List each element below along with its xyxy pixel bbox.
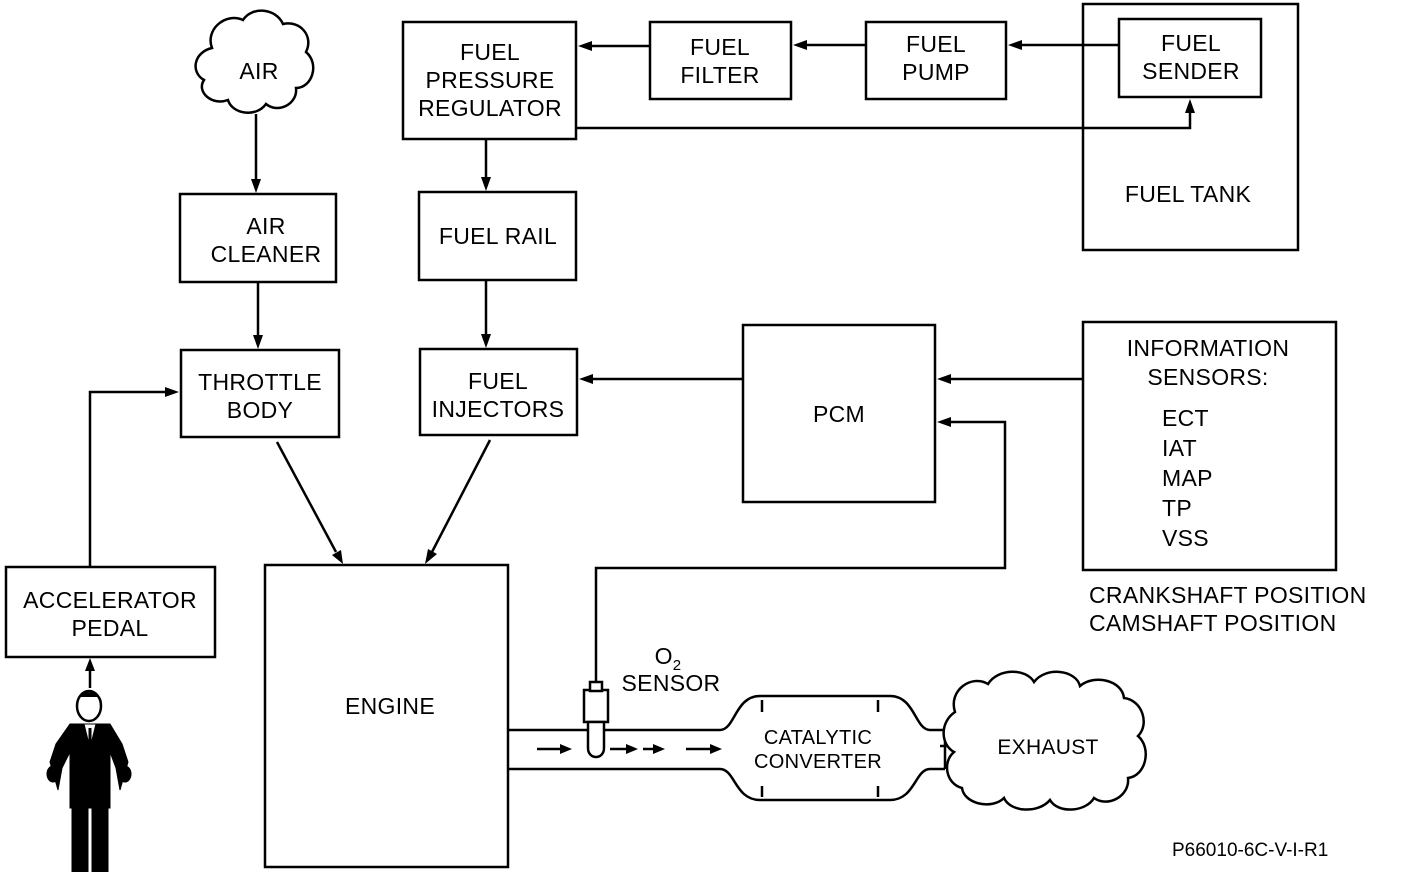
arrow-o2sensor-to-pcm [594, 417, 1007, 682]
fuel-pump-label-line2: PUMP [902, 59, 970, 85]
exhaust-pipe [508, 694, 947, 802]
engine-label: ENGINE [345, 693, 435, 719]
pcm-label: PCM [813, 401, 865, 427]
fuel-pump-label-line1: FUEL [906, 31, 966, 57]
driver-figure-icon [46, 689, 132, 872]
sensor-item-map: MAP [1162, 465, 1213, 491]
arrow-aircleaner-to-throttle [253, 282, 263, 349]
catalytic-converter-label-line2: CONVERTER [754, 751, 882, 773]
fuel-filter-label-line1: FUEL [690, 34, 750, 60]
throttle-body-label-line1: THROTTLE [198, 369, 322, 395]
o2-sensor-node: O2 SENSOR [582, 643, 721, 759]
information-sensors-node: INFORMATION SENSORS: ECT IAT MAP TP VSS [1081, 320, 1338, 572]
info-sensors-title-line2: SENSORS: [1147, 364, 1268, 390]
arrow-regulator-return-to-sender [576, 99, 1195, 130]
fuel-injectors-node: FUEL INJECTORS [418, 347, 579, 437]
exhaust-cloud: EXHAUST [942, 670, 1147, 811]
air-cleaner-label-line2: CLEANER [211, 241, 322, 267]
air-label: AIR [239, 58, 278, 84]
arrow-sender-to-pump [1008, 40, 1119, 50]
fuel-sender-label-line2: SENDER [1142, 58, 1240, 84]
sensor-item-ect: ECT [1162, 405, 1209, 431]
arrow-regulator-to-rail [481, 139, 491, 191]
accelerator-pedal-node: ACCELERATOR PEDAL [4, 565, 217, 659]
fuel-filter-node: FUEL FILTER [648, 20, 793, 101]
arrow-driver-to-accelerator [85, 658, 95, 688]
arrow-pump-to-filter [793, 40, 866, 50]
fuel-pressure-regulator-node: FUEL PRESSURE REGULATOR [401, 20, 578, 141]
fuel-injectors-label-line1: FUEL [468, 368, 528, 394]
exhaust-label: EXHAUST [997, 736, 1098, 759]
air-cleaner-node: AIR CLEANER [178, 192, 338, 284]
accelerator-pedal-label-line1: ACCELERATOR [23, 587, 197, 613]
fuel-pump-node: FUEL PUMP [864, 20, 1008, 101]
crankshaft-position-label: CRANKSHAFT POSITION [1089, 582, 1366, 608]
catalytic-converter-label-line1: CATALYTIC [764, 727, 872, 749]
info-sensors-title-line1: INFORMATION [1127, 335, 1290, 361]
arrow-filter-to-regulator [578, 41, 650, 51]
air-cleaner-label-line1: AIR [246, 213, 285, 239]
o2-sensor-label: SENSOR [622, 670, 721, 696]
engine-node: ENGINE [263, 563, 510, 869]
pcm-node: PCM [741, 323, 937, 504]
fuel-filter-label-line2: FILTER [680, 62, 759, 88]
sensor-item-tp: TP [1162, 495, 1192, 521]
throttle-body-node: THROTTLE BODY [179, 348, 341, 439]
fpr-label-line2: PRESSURE [426, 67, 555, 93]
arrow-pcm-to-injectors [579, 374, 743, 384]
arrow-sensors-to-pcm [937, 374, 1083, 384]
arrow-accelerator-to-throttle [88, 387, 179, 567]
air-cloud: AIR [194, 9, 315, 114]
arrow-air-to-aircleaner [251, 114, 261, 193]
sensor-item-vss: VSS [1162, 525, 1209, 551]
accelerator-pedal-label-line2: PEDAL [72, 615, 149, 641]
arrow-injectors-to-engine [425, 439, 492, 564]
fuel-sender-node: FUEL SENDER [1117, 17, 1263, 99]
throttle-body-label-line2: BODY [227, 397, 293, 423]
fuel-sender-label-line1: FUEL [1161, 30, 1221, 56]
fuel-tank-label: FUEL TANK [1125, 181, 1252, 207]
o2-sensor-o-label: O2 [655, 643, 682, 674]
catalytic-converter-node: CATALYTIC CONVERTER [754, 700, 882, 797]
arrow-throttle-to-engine [275, 441, 343, 564]
sensor-item-iat: IAT [1162, 435, 1197, 461]
fuel-rail-label: FUEL RAIL [439, 223, 557, 249]
figure-code: P66010-6C-V-I-R1 [1172, 840, 1328, 861]
fpr-label-line1: FUEL [460, 39, 520, 65]
fuel-injectors-label-line2: INJECTORS [432, 396, 565, 422]
arrow-rail-to-injectors [481, 280, 491, 348]
camshaft-position-label: CAMSHAFT POSITION [1089, 610, 1336, 636]
fpr-label-line3: REGULATOR [418, 95, 562, 121]
fuel-rail-node: FUEL RAIL [417, 190, 578, 282]
